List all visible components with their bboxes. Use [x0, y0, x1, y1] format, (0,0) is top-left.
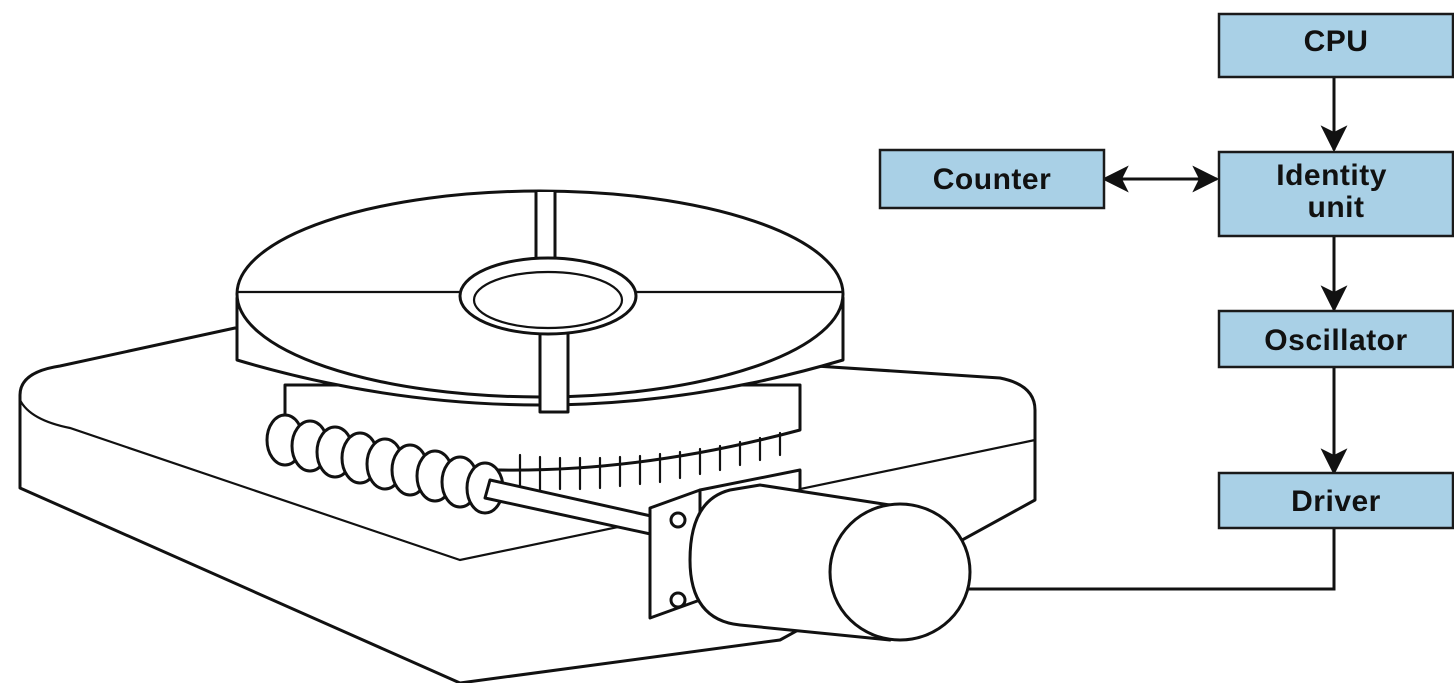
control-block-diagram: CPU Counter Identity unit Oscillator Dri… [878, 12, 1454, 591]
counter-block: Counter [878, 148, 1106, 210]
identity-unit-block: Identity unit [1217, 150, 1454, 238]
rotary-table-illustration [18, 189, 1037, 683]
counter-label: Counter [933, 163, 1052, 196]
cpu-block: CPU [1217, 12, 1454, 79]
identity-unit-label: Identity unit [1276, 159, 1396, 224]
driver-label: Driver [1291, 485, 1381, 518]
connectors [968, 77, 1348, 591]
driver-to-motor-line [968, 528, 1336, 591]
cpu-label: CPU [1304, 25, 1369, 58]
identity-unit-line-2: unit [1308, 191, 1365, 224]
oscillator-label: Oscillator [1264, 324, 1407, 357]
rotary-table-top [235, 189, 845, 414]
identity-unit-line-1: Identity [1276, 159, 1387, 192]
stepper-motor [688, 483, 972, 642]
oscillator-block: Oscillator [1217, 309, 1454, 369]
worm-screw [265, 413, 505, 515]
driver-block: Driver [1217, 471, 1454, 530]
